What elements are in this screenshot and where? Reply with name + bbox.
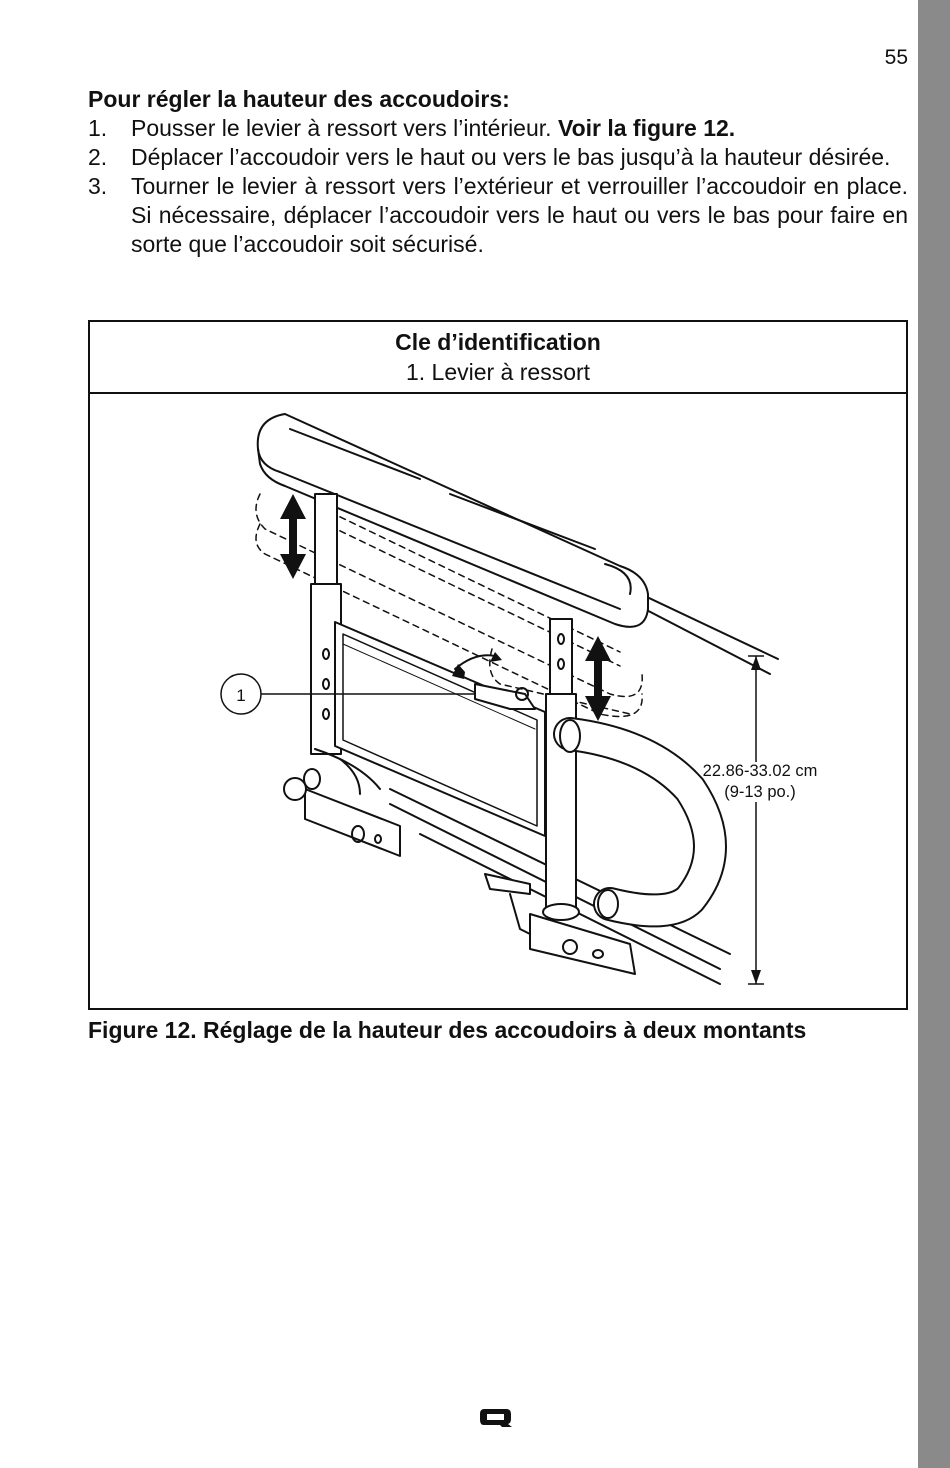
side-tab (918, 0, 950, 1468)
step-item: 2. Déplacer l’accoudoir vers le haut ou v… (88, 143, 908, 172)
figure-caption: Figure 12. Réglage de la hauteur des acc… (88, 1017, 807, 1043)
armrest-illustration: 1 22.86-33.02 cm (9-13 po.) (220, 413, 818, 985)
key-item: 1. Levier à ressort (405, 359, 591, 385)
step-number: 2. (88, 144, 108, 170)
step-text: Pousser le levier à ressort vers l’intér… (131, 115, 558, 141)
page-number: 55 (884, 46, 908, 69)
instructions-section: Pour régler la hauteur des accoudoirs: 1… (88, 85, 908, 259)
step-item: 3. Tourner le levier à ressort vers l’ext… (88, 172, 908, 259)
step-item: 1. Pousser le levier à ressort vers l’int… (88, 114, 908, 143)
dimension-range: 22.86-33.02 cm (703, 762, 818, 780)
brand-logo-icon (480, 1409, 512, 1427)
figure-reference: Voir la figure 12. (557, 115, 736, 141)
identification-key: Cle d’identification 1. Levier à ressort (90, 322, 906, 394)
step-text: Tourner le levier à ressort vers l’extér… (131, 173, 908, 257)
key-title: Cle d’identification (395, 329, 601, 355)
dimension-range-inches: (9-13 po.) (724, 783, 796, 801)
step-text: Déplacer l’accoudoir vers le haut ou ver… (131, 144, 891, 170)
figure-box: Cle d’identification 1. Levier à ressort (88, 320, 908, 1010)
section-title: Pour régler la hauteur des accoudoirs: (88, 86, 510, 112)
step-number: 1. (88, 115, 108, 141)
step-number: 3. (88, 173, 108, 199)
steps-list: 1. Pousser le levier à ressort vers l’int… (88, 114, 908, 259)
callout-number: 1 (236, 686, 245, 705)
